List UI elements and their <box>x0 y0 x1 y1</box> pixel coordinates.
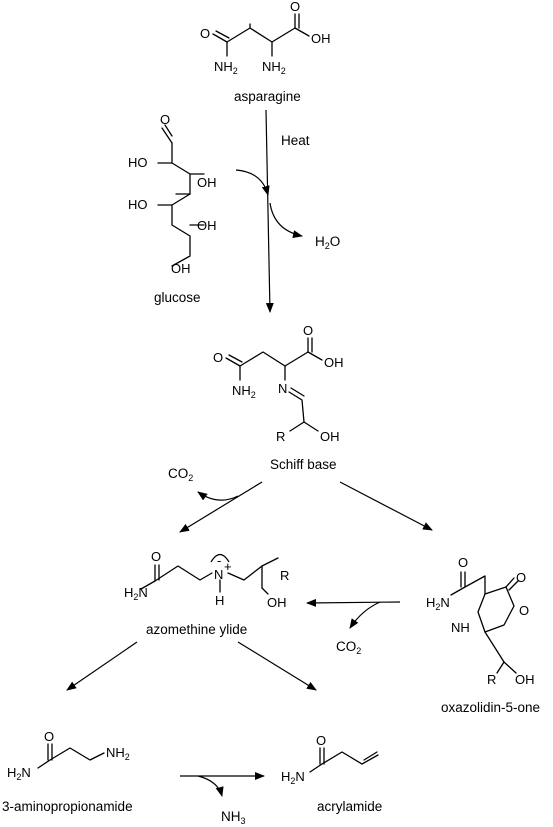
ylide-h2n: H2N <box>124 585 148 602</box>
azomethine-ylide-structure: O H2N N + - H R OH <box>124 549 289 610</box>
asparagine-label: asparagine <box>234 89 301 104</box>
to-ylide-arrow <box>179 481 263 533</box>
asparagine-amine-nh2: NH2 <box>262 59 286 76</box>
asparagine-amide-o: O <box>200 26 210 41</box>
to-aminopropionamide-arrow <box>66 641 138 691</box>
azomethine-ylide-label: azomethine ylide <box>146 622 247 637</box>
water-label: H2O <box>315 234 340 251</box>
oxaz-amide-o: O <box>458 555 468 570</box>
aminopropionamide-label: 3-aminopropionamide <box>2 799 133 814</box>
ylide-oh: OH <box>267 595 287 610</box>
glucose-structure: O HO OH HO OH OH <box>128 112 217 276</box>
schiff-acid-o: O <box>303 323 313 338</box>
nh3-loss-arrow <box>197 775 224 797</box>
apa-h2n: H2N <box>7 765 31 782</box>
glucose-oh-3: OH <box>171 261 191 276</box>
co2-label-2: CO2 <box>336 639 361 656</box>
apa-amide-o: O <box>44 729 54 744</box>
heat-label: Heat <box>281 133 310 148</box>
apa-nh2: NH2 <box>106 745 130 762</box>
schiff-oh: OH <box>324 355 344 370</box>
asparagine-acid-o: O <box>290 0 300 14</box>
asparagine-oh: OH <box>311 31 331 46</box>
acrylamide-label: acrylamide <box>317 799 382 814</box>
oxazolidinone-label: oxazolidin-5-one <box>441 700 540 715</box>
schiff-imine-n: N <box>278 381 287 396</box>
co2-loss-arrow-2 <box>349 601 381 629</box>
to-acrylamide-arrow <box>237 641 317 691</box>
schiff-amide-o: O <box>213 350 223 365</box>
glucose-oh-2: OH <box>197 218 217 233</box>
oxaz-h2n: H2N <box>426 595 450 612</box>
oxazolidinone-structure: O H2N O O NH R OH <box>426 555 535 687</box>
schiff-hydroxyl: OH <box>320 429 340 444</box>
oxaz-ring-o: O <box>519 603 529 618</box>
co2-label-1: CO2 <box>168 466 193 483</box>
ylide-n: N <box>214 567 223 582</box>
ylide-nh: H <box>215 593 224 608</box>
acrylamide-o: O <box>316 733 326 748</box>
schiff-r: R <box>276 429 285 444</box>
oxaz-carbonyl-o: O <box>516 570 526 585</box>
schiff-base-structure: O O OH NH2 N R OH <box>213 323 344 444</box>
nh3-label: NH3 <box>221 809 246 826</box>
acrylamide-structure: O H2N <box>281 733 379 786</box>
acrylamide-h2n: H2N <box>281 769 305 786</box>
glucose-entry-arrow <box>235 169 270 196</box>
ylide-amide-o: O <box>151 549 161 564</box>
main-reaction-arrow <box>265 109 274 313</box>
schiff-base-label: Schiff base <box>270 457 337 472</box>
water-loss-arrow <box>269 202 303 239</box>
glucose-ho-2: HO <box>128 197 148 212</box>
oxaz-r: R <box>487 672 496 687</box>
ylide-lone-pair-arc <box>210 553 230 563</box>
ylide-r: R <box>280 568 289 583</box>
aminopropionamide-structure: O H2N NH2 <box>7 729 130 782</box>
asparagine-structure: O O OH NH2 NH2 <box>200 0 331 76</box>
oxazolidinone-to-ylide-arrow <box>306 598 401 607</box>
oxaz-oh: OH <box>515 672 535 687</box>
oxaz-nh: NH <box>451 620 470 635</box>
to-oxazolidinone-arrow <box>339 481 433 531</box>
glucose-ho-1: HO <box>128 155 148 170</box>
schiff-nh2: NH2 <box>232 383 256 400</box>
glucose-aldehyde-o: O <box>160 112 170 127</box>
glucose-label: glucose <box>154 290 201 305</box>
asparagine-amide-nh2: NH2 <box>214 59 238 76</box>
ylide-minus: - <box>217 553 221 568</box>
glucose-oh-1: OH <box>197 175 217 190</box>
co2-loss-arrow-1 <box>197 491 239 501</box>
ylide-plus: + <box>224 559 232 574</box>
